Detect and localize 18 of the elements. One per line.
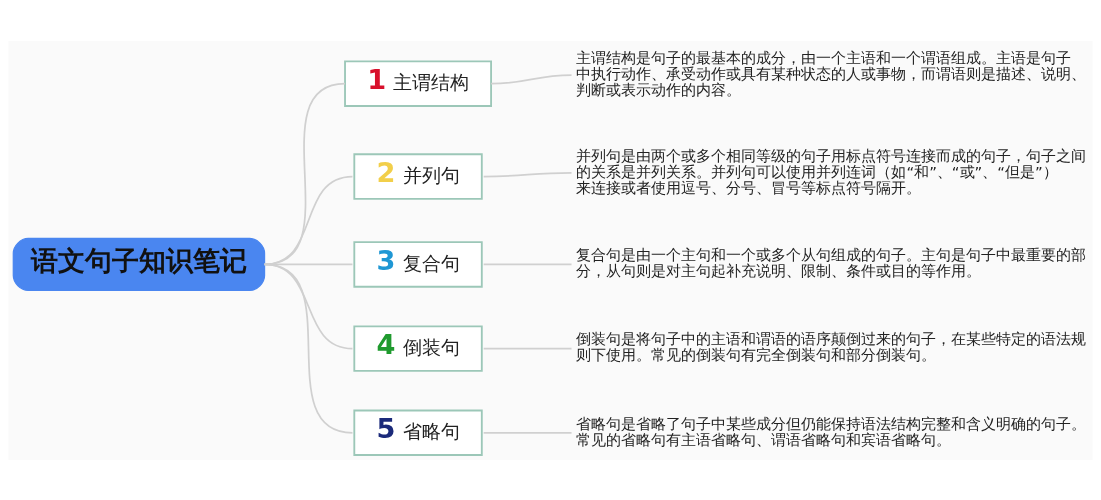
node-box: 1 主谓结构 — [344, 60, 492, 107]
node-text: 主谓结构是句子的最基本的成分，由一个主语和一个谓语组成。主语是句子中执行动作、承受动作或具有某种状态的人或事物，而谓语则是描述、说明、判断或表示动作的内容。 — [576, 48, 1087, 99]
node-box: 语文句子知识笔记 — [12, 237, 266, 291]
connector — [482, 431, 573, 434]
node-text: 复合句是由一个主句和一个或多个从句组成的句子。主句是句子中最重要的部分，从句则是对主句起补充说明、限制、条件或目的等作用。 — [576, 245, 1087, 280]
connector — [490, 73, 573, 85]
node-text: 并列句是由两个或多个相同等级的句子用标点符号连接而成的句子，句子之间的关系是并列关系。并列句可以使用并列连词（如“和”、“或”、“但是”）来连接或者使用逗号、分号、冒号等标点符号隔开。 — [576, 146, 1087, 197]
connector — [263, 263, 354, 434]
connector — [263, 175, 354, 265]
node-text: 倒装句是将句子中的主语和谓语的语序颠倒过来的句子，在某些特定的语法规则下使用。常见的倒装句有完全倒装句和部分倒装句。 — [576, 329, 1087, 364]
node-box: 5 省略句 — [353, 409, 483, 456]
connector — [482, 347, 573, 349]
connector — [482, 263, 573, 265]
node-box: 2 并列句 — [353, 152, 483, 200]
node-text: 省略句是省略了句子中某些成分但仍能保持语法结构完整和含义明确的句子。常见的省略句有主语省略句、谓语省略句和宾语省略句。 — [576, 414, 1087, 449]
node-box: 4 倒装句 — [353, 324, 483, 372]
node-box: 3 复合句 — [353, 240, 483, 288]
connector — [482, 171, 573, 177]
